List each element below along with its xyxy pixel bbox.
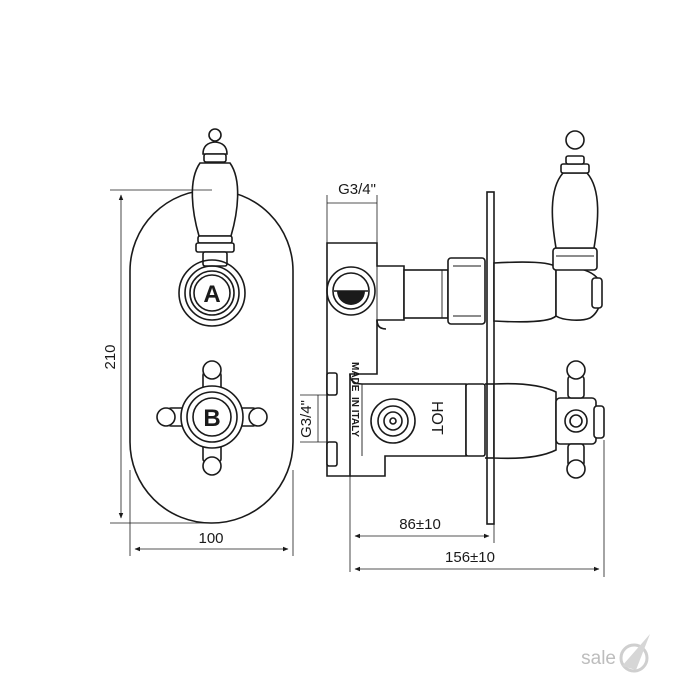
- cross-handle-side: [485, 360, 605, 479]
- hot-label: HOT: [428, 401, 445, 435]
- lower-stem-cap: [465, 383, 486, 457]
- top-thread-dimension: G3/4": [326, 181, 378, 243]
- depth-dimension-86: 86±10: [349, 476, 495, 572]
- lever-handle-side: [493, 130, 603, 323]
- width-dim-label: 100: [198, 530, 223, 547]
- watermark-logo: sale: [581, 634, 650, 673]
- stamp-line-2: IN ITALY: [349, 397, 360, 437]
- width-dimension: 100: [129, 470, 294, 556]
- stamp-line-1: MADE: [349, 362, 360, 392]
- height-dim-label: 210: [102, 344, 119, 369]
- depth-156-label: 156±10: [445, 549, 495, 566]
- upper-stem: [403, 257, 486, 325]
- watermark-swoosh-icon: [619, 634, 650, 673]
- top-port: [326, 266, 376, 316]
- made-in-italy-stamp: MADE IN ITALY: [349, 362, 360, 437]
- lever-handle-top: [191, 128, 239, 267]
- wall-plate-side: [486, 191, 495, 525]
- side-thread-dimension: G3/4": [298, 394, 327, 443]
- side-view: MADE IN ITALY HOT G3/4" G3/4" 86±10: [298, 130, 605, 577]
- top-thread-label: G3/4": [338, 181, 376, 198]
- valve-body: [326, 242, 467, 477]
- handle-a-letter: A: [203, 281, 220, 308]
- depth-86-label: 86±10: [399, 516, 441, 533]
- side-thread-label: G3/4": [298, 400, 315, 438]
- watermark-text: sale: [581, 648, 616, 669]
- handle-b-letter: B: [203, 405, 220, 432]
- cross-handle-b: B: [156, 360, 268, 476]
- depth-dimension-156: 156±10: [354, 440, 605, 577]
- height-dimension: 210: [102, 189, 212, 524]
- front-view: A B 210: [102, 128, 294, 556]
- handle-a: A: [178, 259, 246, 327]
- bottom-port: [370, 398, 416, 444]
